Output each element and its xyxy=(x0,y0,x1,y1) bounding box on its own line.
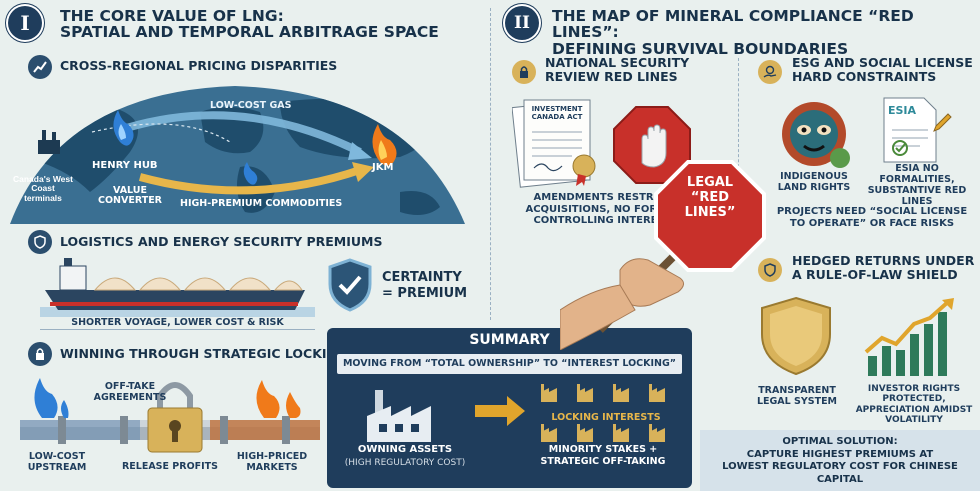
high-premium-arrow xyxy=(138,166,362,195)
voyage-caption: SHORTER VOYAGE, LOWER COST & RISK xyxy=(71,317,284,328)
logistics-heading: LOGISTICS AND ENERGY SECURITY PREMIUMS xyxy=(60,234,383,249)
arrow-right-icon xyxy=(475,396,525,426)
section-two-title: THE MAP OF MINERAL COMPLIANCE “RED LINES… xyxy=(552,7,914,58)
release-profits-label: RELEASE PROFITS xyxy=(121,461,219,472)
legal-red-lines-sign xyxy=(560,160,766,350)
gold-shield-icon xyxy=(761,296,831,376)
blue-flame-icon xyxy=(243,162,258,185)
lng-tanker-ship xyxy=(40,258,315,317)
high-priced-markets-label: HIGH-PRICED MARKETS xyxy=(236,451,308,473)
chart-icon xyxy=(28,55,52,79)
social-license-caption: PROJECTS NEED “SOCIAL LICENSE TO OPERATE… xyxy=(776,206,968,229)
locking-heading: WINNING THROUGH STRATEGIC LOCKING xyxy=(60,346,348,361)
low-cost-gas-arrow xyxy=(118,111,362,156)
hedged-returns-heading: HEDGED RETURNS UNDER A RULE-OF-LAW SHIEL… xyxy=(792,253,975,282)
small-factories-icon xyxy=(541,384,665,442)
optimal-solution-panel: OPTIMAL SOLUTION: CAPTURE HIGHEST PREMIU… xyxy=(700,430,980,491)
stop-hand-icon xyxy=(613,106,691,184)
voyage-rule xyxy=(40,314,315,330)
investment-canada-act-label: INVESTMENT CANADA ACT xyxy=(531,105,583,122)
section-two-badge: II xyxy=(505,6,539,40)
owning-assets-label: OWNING ASSETS xyxy=(357,444,453,455)
padlock-icon xyxy=(147,382,203,453)
orange-flame-icon xyxy=(372,124,397,166)
low-cost-upstream-label: LOW-COST UPSTREAM xyxy=(27,451,87,473)
lock-icon xyxy=(512,60,536,84)
esia-caption: ESIA NO FORMALITIES, SUBSTANTIVE RED LIN… xyxy=(867,163,967,207)
summary-panel: SUMMARY MOVING FROM “TOTAL OWNERSHIP” TO… xyxy=(327,328,692,488)
world-map xyxy=(10,86,465,224)
high-premium-label: HIGH-PREMIUM COMMODITIES xyxy=(180,198,343,209)
value-converter-label: VALUE CONVERTER xyxy=(97,185,162,207)
orange-flame-icon xyxy=(256,380,301,418)
summary-subtitle: MOVING FROM “TOTAL OWNERSHIP” TO “INTERE… xyxy=(337,354,682,374)
lock-icon xyxy=(28,342,52,366)
owning-note-label: (HIGH REGULATORY COST) xyxy=(344,458,466,468)
national-security-caption: AMENDMENTS RESTRICT ACQUISITIONS, NO FOR… xyxy=(525,192,680,226)
check-shield-icon xyxy=(328,258,372,312)
section-divider xyxy=(490,8,491,320)
blue-flame-icon xyxy=(34,378,69,418)
column-divider xyxy=(738,58,739,228)
terminal-factory-icon xyxy=(38,130,60,154)
shield-icon xyxy=(758,258,782,282)
shield-icon xyxy=(28,230,52,254)
growth-chart-icon xyxy=(864,298,954,376)
henry-hub-label: HENRY HUB xyxy=(92,160,158,171)
indigenous-land-rights-label: INDIGENOUS LAND RIGHTS xyxy=(777,171,851,193)
national-security-heading: NATIONAL SECURITY REVIEW RED LINES xyxy=(545,55,690,84)
esg-heading: ESG AND SOCIAL LICENSE HARD CONSTRAINTS xyxy=(792,55,973,84)
locking-interests-label: LOCKING INTERESTS xyxy=(551,412,661,423)
minority-stakes-label: MINORITY STAKES + STRATEGIC OFF-TAKING xyxy=(540,444,666,467)
money-hand-icon xyxy=(758,60,782,84)
legal-document-icon xyxy=(512,99,596,188)
pricing-heading: CROSS-REGIONAL PRICING DISPARITIES xyxy=(60,58,338,73)
offtake-label: OFF-TAKE AGREEMENTS xyxy=(93,381,167,403)
esia-document-label: ESIA xyxy=(888,104,917,117)
esia-document-icon xyxy=(883,97,952,163)
indigenous-mask-icon xyxy=(782,102,850,168)
low-cost-gas-label: LOW-COST GAS xyxy=(210,100,292,111)
certainty-premium: CERTAINTY = PREMIUM xyxy=(382,270,468,301)
factory-icon xyxy=(367,390,431,442)
summary-heading: SUMMARY xyxy=(469,332,550,348)
pipeline-illustration xyxy=(20,378,320,453)
section-one-badge: I xyxy=(8,6,42,40)
section-one-title: THE CORE VALUE OF LNG: SPATIAL AND TEMPO… xyxy=(60,7,439,42)
legal-red-lines-text: LEGAL “RED LINES” xyxy=(684,175,736,220)
blue-flame-icon xyxy=(113,110,134,146)
jkm-label: JKM xyxy=(372,162,394,173)
investor-rights-label: INVESTOR RIGHTS PROTECTED, APPRECIATION … xyxy=(855,384,973,426)
transparent-legal-label: TRANSPARENT LEGAL SYSTEM xyxy=(756,385,838,407)
canada-terminals-label: Canada's West Coast terminals xyxy=(13,174,73,203)
